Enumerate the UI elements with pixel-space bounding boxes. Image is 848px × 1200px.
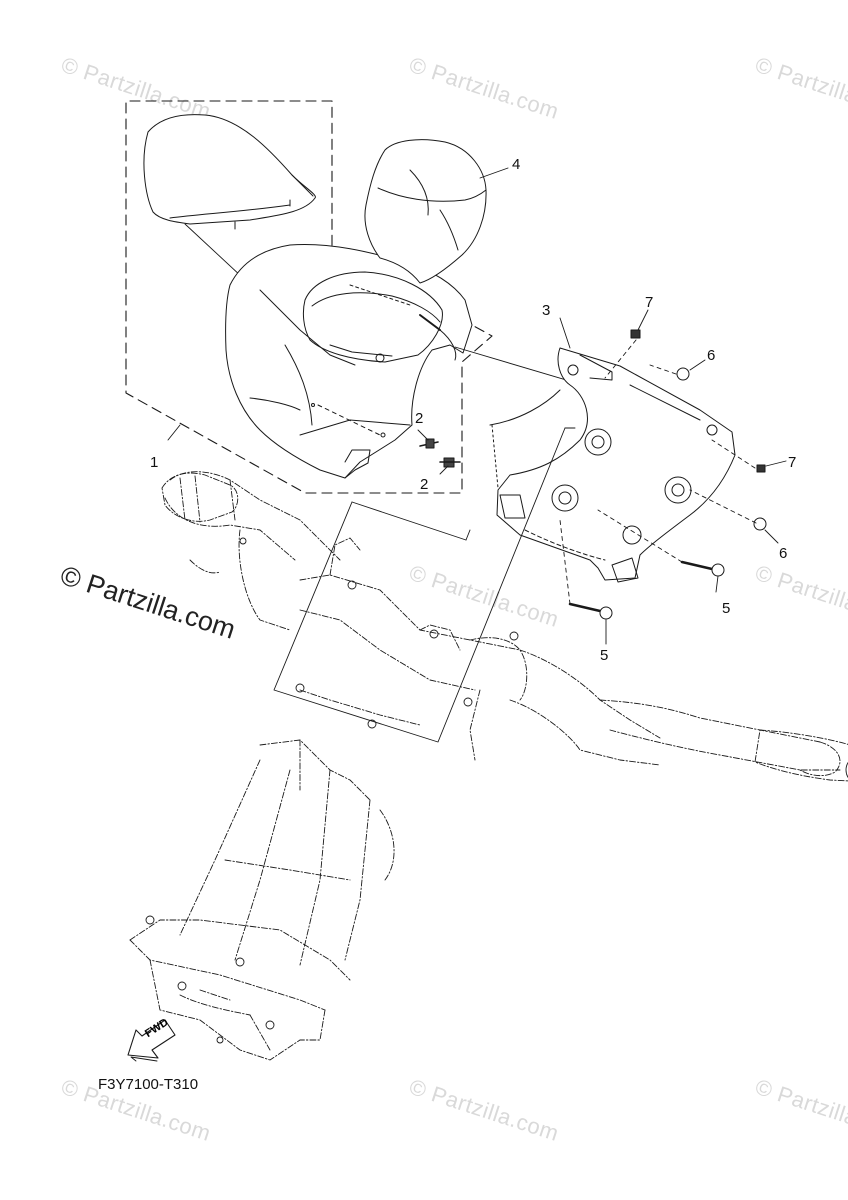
bolt-5-upper [680, 560, 725, 577]
callout-5: 5 [600, 647, 609, 664]
callout-6: 6 [707, 347, 716, 364]
callout-leaders [167, 167, 787, 645]
screw-2-upper [419, 438, 439, 449]
callout-7: 7 [645, 294, 654, 311]
screw-7-upper [630, 329, 641, 339]
nut-6-lower [753, 517, 767, 531]
screw-2-lower [439, 457, 461, 468]
callout-5: 5 [722, 600, 731, 617]
callout-4: 4 [512, 156, 521, 173]
callout-3: 3 [542, 302, 551, 319]
callout-7: 7 [788, 454, 797, 471]
callout-2: 2 [420, 476, 429, 493]
visor-pad [364, 139, 487, 284]
callout-6: 6 [779, 545, 788, 562]
right-grip-phantom [754, 729, 848, 782]
lower-handlebar-cover [489, 347, 736, 583]
callout-1: 1 [150, 454, 159, 471]
steering-column-phantom [129, 739, 395, 1061]
left-grip-phantom [161, 472, 239, 523]
upper-handlebar-cover [225, 243, 473, 479]
drawing-code: F3Y7100-T310 [98, 1076, 199, 1093]
fwd-arrow-icon [127, 1019, 176, 1062]
screw-7-lower [756, 464, 766, 473]
callout-2: 2 [415, 410, 424, 427]
fastener-guide-lines [559, 339, 757, 605]
projection-frame [273, 427, 576, 743]
bolt-5-lower [568, 602, 613, 620]
nut-6-upper [676, 367, 690, 381]
upper-cover-lid [143, 114, 316, 230]
